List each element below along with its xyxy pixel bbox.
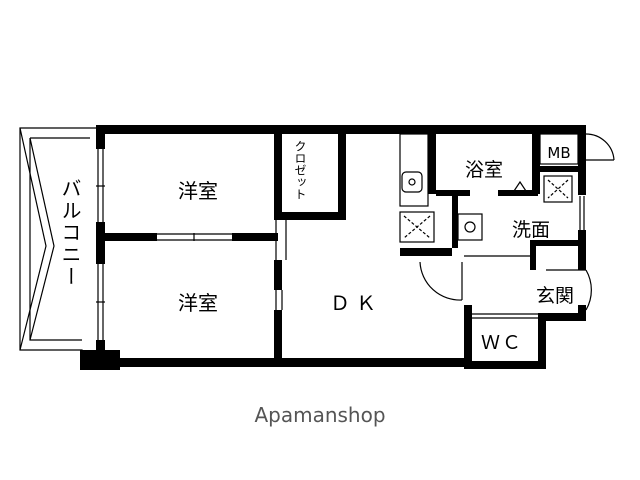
sliding-door-western — [157, 233, 232, 241]
meter-box — [539, 133, 579, 165]
room-label-western-upper: 洋室 — [178, 179, 218, 203]
interior-walls — [105, 134, 578, 360]
room-label-washroom: 洗面 — [512, 219, 550, 241]
closet-doors — [275, 140, 281, 212]
washroom-side-window — [579, 196, 585, 230]
wash-basin-icon — [457, 213, 483, 241]
entrance-step — [464, 255, 538, 319]
room-label-wc: ＷＣ — [481, 332, 523, 354]
washroom-door-swing — [419, 261, 463, 301]
front-door-swing — [546, 269, 592, 311]
room-label-balcony: バルコニー — [58, 178, 82, 288]
kitchen-counter — [399, 133, 429, 207]
stove-icon — [399, 211, 435, 243]
room-label-closet: クロゼット — [293, 140, 307, 200]
dk-sliding-door — [275, 220, 287, 358]
room-label-bathroom: 浴室 — [465, 159, 503, 181]
watermark-text: Apamanshop — [254, 403, 385, 427]
bath-step-icon — [510, 180, 530, 195]
washing-machine-icon — [543, 175, 573, 203]
room-label-entrance: 玄関 — [536, 285, 574, 307]
room-label-western-lower: 洋室 — [178, 291, 218, 315]
room-label-dk: ＤＫ — [330, 291, 382, 315]
room-label-meter-box: MB — [547, 144, 570, 162]
outer-walls — [80, 125, 586, 370]
balcony-windows — [96, 149, 105, 340]
mb-door-swing — [585, 133, 615, 161]
